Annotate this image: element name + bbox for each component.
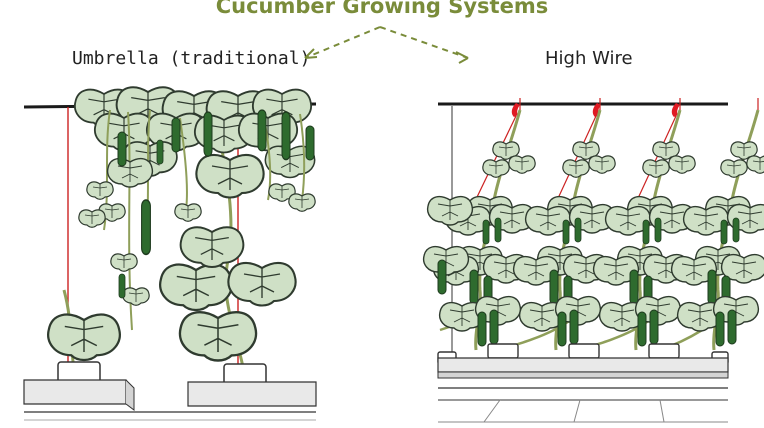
panel-label-umbrella: Umbrella (traditional) — [72, 48, 311, 69]
umbrella-system-illustration — [23, 86, 317, 421]
high-wire-system-illustration — [422, 98, 764, 423]
panel-label-high-wire: High Wire — [545, 48, 633, 69]
title-arrows — [304, 26, 469, 64]
page-title: Cucumber Growing Systems — [215, 0, 549, 18]
